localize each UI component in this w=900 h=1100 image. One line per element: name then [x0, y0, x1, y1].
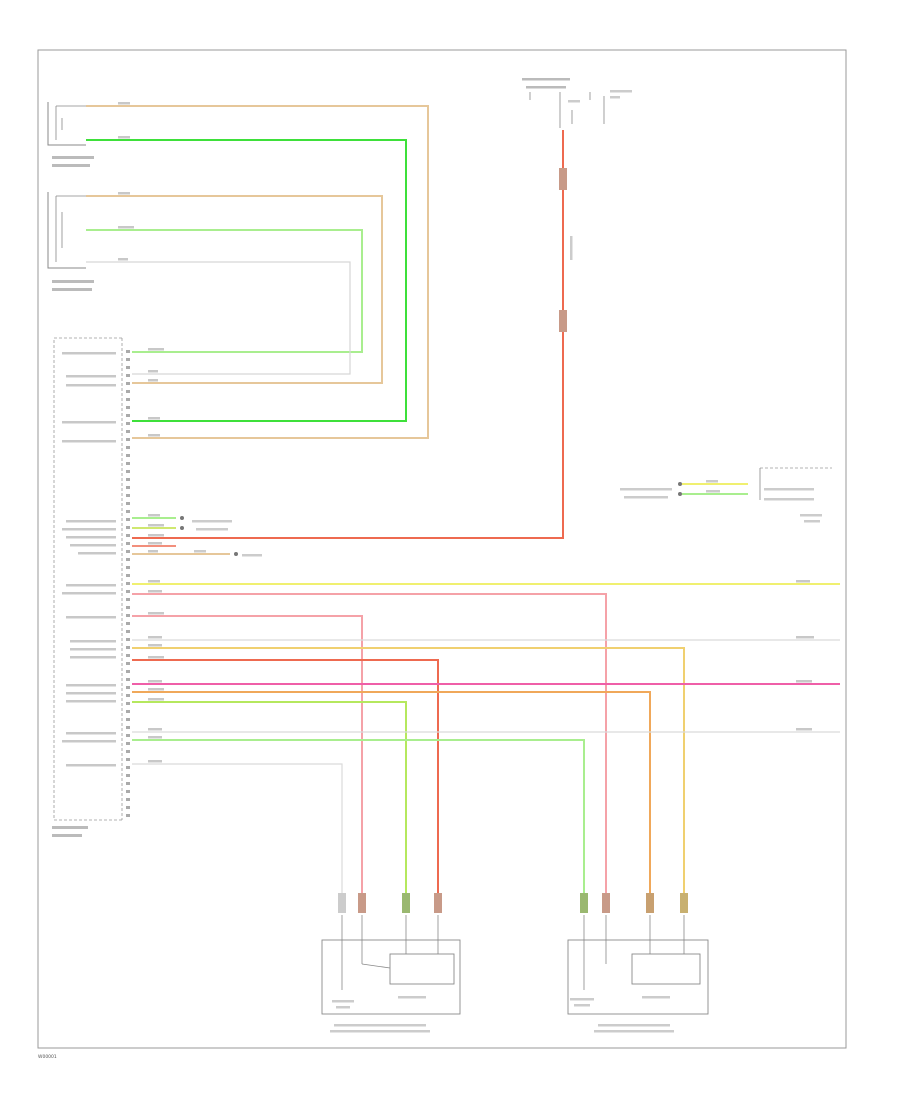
wire-white-4 — [132, 763, 343, 905]
sensor-assembly-left — [321, 915, 461, 1033]
wire-orange-2 — [132, 691, 651, 905]
diagram-code: W00001 — [38, 1054, 57, 1060]
wire-red-vertical — [132, 130, 564, 539]
connector-mark — [559, 310, 567, 332]
wire-lightgreen-3 — [132, 739, 585, 905]
wire-tan-1 — [86, 105, 429, 439]
inline-diodes — [180, 516, 262, 557]
switch-block-top — [47, 102, 94, 167]
wire-tan-2 — [86, 195, 383, 384]
wire-pink-3 — [132, 593, 607, 905]
diagram-frame — [37, 49, 847, 1049]
wire-lime-1 — [132, 701, 407, 905]
wire-white-1 — [86, 261, 351, 375]
wire-labels-upper — [118, 102, 164, 437]
wire-yellow-2 — [132, 647, 685, 905]
wire-pink-4 — [132, 615, 363, 905]
right-module — [620, 467, 832, 523]
wire-lightgreen-1 — [86, 229, 363, 353]
wire-labels-lower — [148, 514, 814, 763]
connector-mark — [559, 168, 567, 190]
top-connector — [522, 78, 632, 128]
wires-lower — [132, 517, 840, 905]
sensor-assembly-right — [567, 915, 709, 1033]
sensor-connector-marks — [338, 893, 688, 913]
wire-red-2 — [132, 659, 439, 905]
control-module — [52, 337, 130, 837]
switch-block-middle — [47, 192, 94, 291]
wires-upper — [86, 105, 429, 439]
wire-green-1 — [86, 139, 407, 422]
wire-label — [570, 236, 573, 260]
